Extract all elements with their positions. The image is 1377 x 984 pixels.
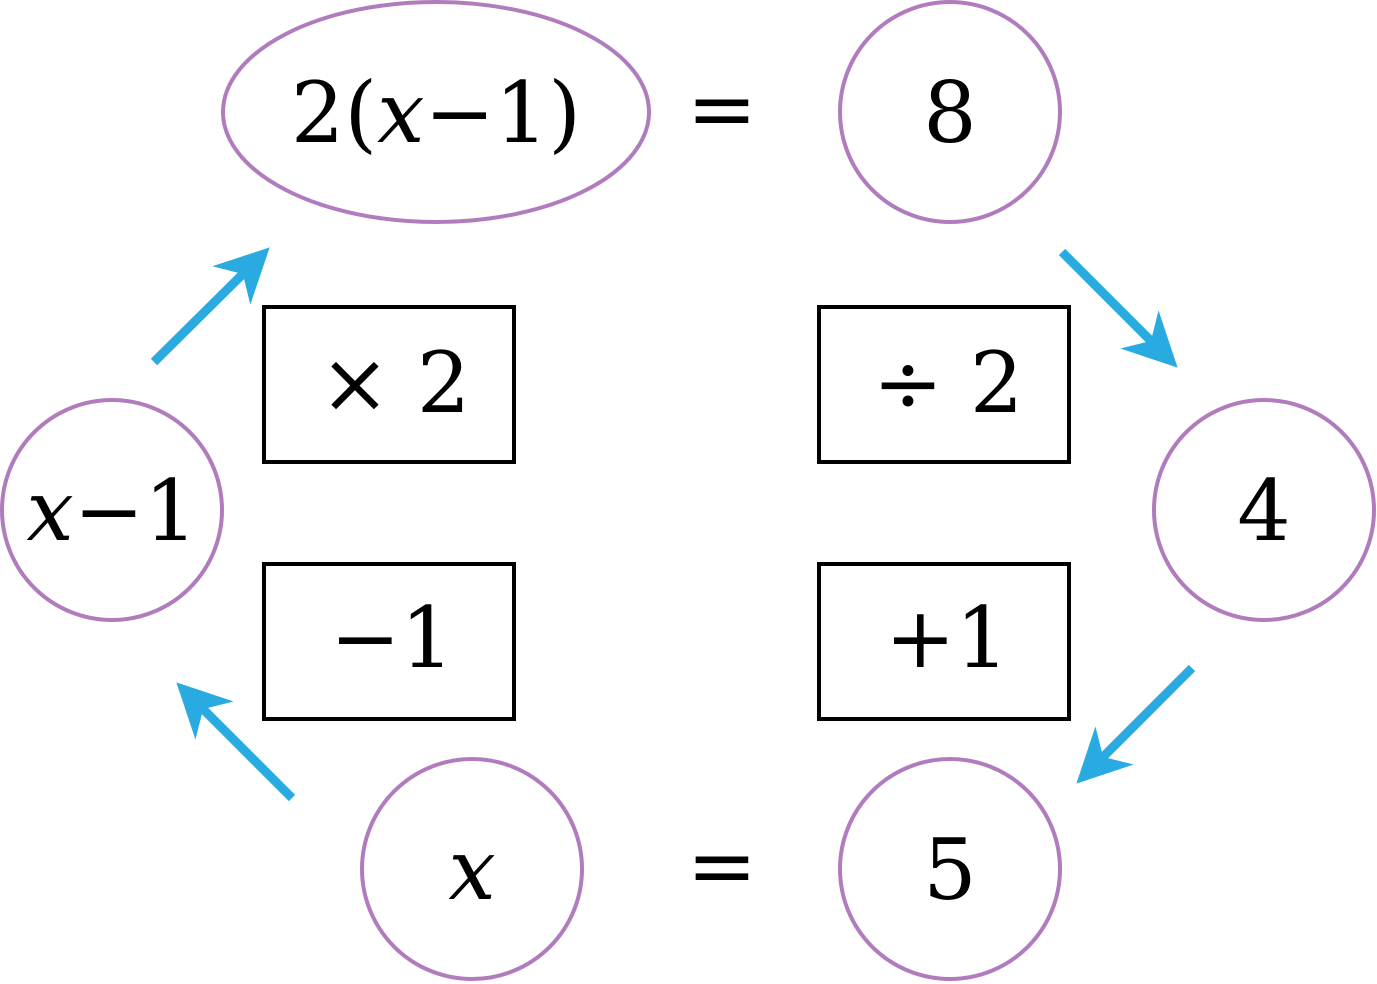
node-right: 4	[1152, 398, 1376, 622]
op-box-plus-one-label: +1	[885, 589, 1009, 687]
node-bottom-right-label: 5	[923, 821, 976, 919]
node-top-left-ellipse	[221, 0, 651, 224]
node-left-var: x	[26, 462, 73, 560]
node-top-right-circle	[838, 0, 1062, 224]
node-top-left-var: x	[377, 64, 424, 162]
op-box-times-two: × 2	[262, 305, 516, 464]
node-top-left-prefix: 2(	[291, 64, 377, 162]
op-box-plus-one-rect	[817, 562, 1071, 721]
arrow-left-to-top-left	[150, 247, 270, 366]
op-box-times-two-rect	[262, 305, 516, 464]
node-top-left-suffix: −1)	[424, 64, 581, 162]
node-right-circle	[1152, 398, 1376, 622]
node-bottom-left-circle	[360, 757, 584, 981]
op-box-minus-one-label: −1	[330, 589, 454, 687]
op-box-divide-two-rect	[817, 305, 1071, 464]
node-top-right-label: 8	[923, 64, 976, 162]
node-left-label: x−1	[26, 462, 197, 560]
equals-sign-bottom: =	[687, 817, 757, 915]
op-box-plus-one: +1	[817, 562, 1071, 721]
op-box-times-two-label: × 2	[320, 334, 471, 432]
node-left: x−1	[0, 398, 224, 622]
op-box-divide-two: ÷ 2	[817, 305, 1071, 464]
op-box-minus-one: −1	[262, 562, 516, 721]
node-top-right: 8	[838, 0, 1062, 224]
node-top-left-label: 2(x−1)	[291, 64, 581, 162]
node-bottom-left-label: x	[448, 821, 495, 919]
node-bottom-right-circle	[838, 757, 1062, 981]
node-right-label: 4	[1237, 462, 1290, 560]
node-bottom-right: 5	[838, 757, 1062, 981]
arrow-top-right-to-right	[1058, 248, 1178, 368]
arrow-bottom-left-to-left	[176, 682, 296, 802]
node-left-suffix: −1	[74, 462, 198, 560]
arrow-right-to-bottom-right	[1076, 664, 1196, 784]
op-box-divide-two-label: ÷ 2	[873, 334, 1024, 432]
equals-sign-top: =	[687, 60, 757, 158]
node-top-left: 2(x−1)	[221, 0, 651, 224]
node-left-circle	[0, 398, 224, 622]
node-bottom-left: x	[360, 757, 584, 981]
op-box-minus-one-rect	[262, 562, 516, 721]
